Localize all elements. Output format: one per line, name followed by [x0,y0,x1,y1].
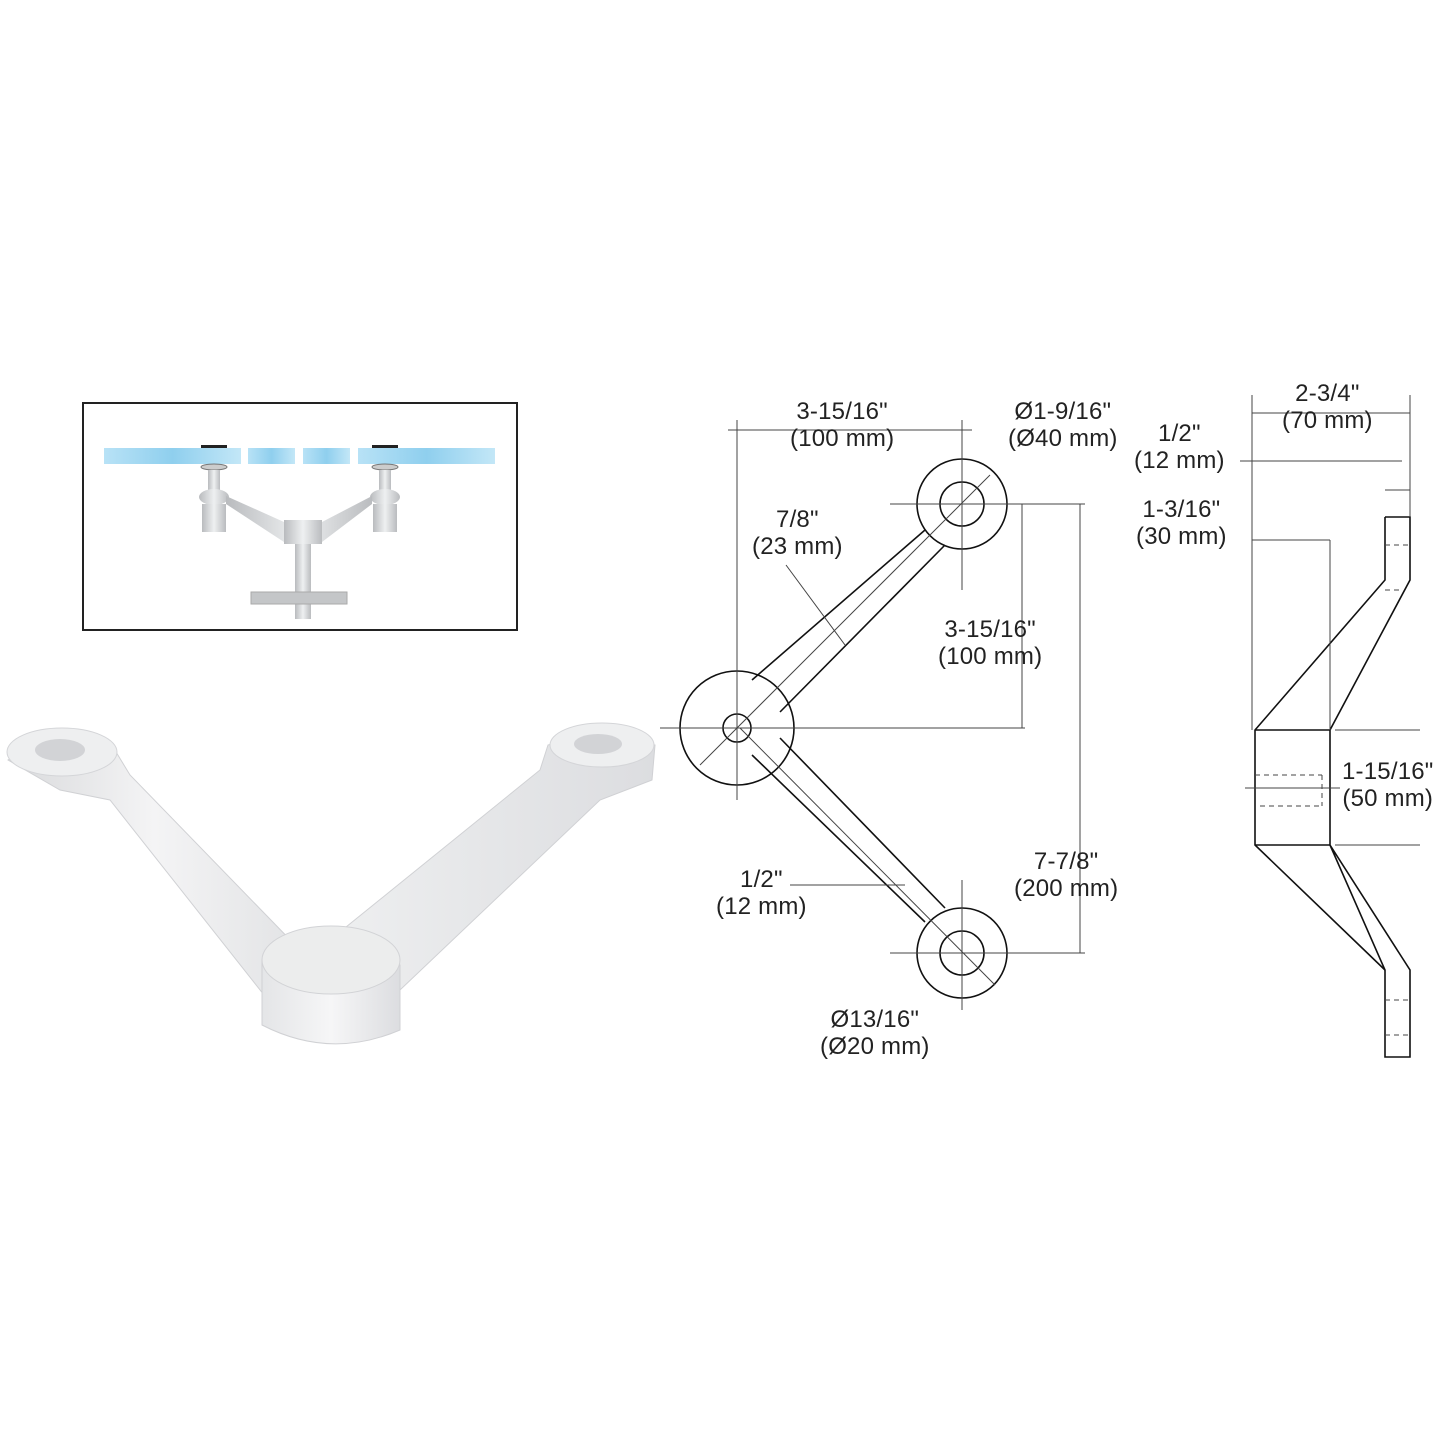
dimension-arm-thickness: 1/2" (12 mm) [716,866,807,920]
dimension-metric: (Ø40 mm) [1008,425,1118,452]
dimension-metric: (70 mm) [1282,407,1373,434]
dimension-imperial: 1/2" [740,866,783,893]
dimension-imperial: 1-3/16" [1142,496,1221,523]
dimension-imperial: 7-7/8" [1033,848,1099,875]
glass-pane [303,448,350,464]
dimension-metric: (30 mm) [1136,523,1227,550]
dimension-imperial: 7/8" [776,506,819,533]
installation-illustration [104,445,495,619]
dimension-imperial: 3-15/16" [944,616,1036,643]
dimension-imperial: 2-3/4" [1295,380,1360,407]
dimension-imperial: 1-15/16" [1342,758,1434,785]
dimension-metric: (50 mm) [1342,785,1434,812]
dimension-arm-horizontal: 3-15/16" (100 mm) [790,398,894,452]
dimension-body-offset: 1-3/16" (30 mm) [1136,496,1227,550]
dimension-arm-vertical: 3-15/16" (100 mm) [938,616,1042,670]
dimension-outer-diameter: Ø1-9/16" (Ø40 mm) [1008,398,1118,452]
dimension-metric: (200 mm) [1014,875,1119,902]
dimension-imperial: 1/2" [1158,420,1201,447]
glass-pane [248,448,295,464]
dimension-metric: (100 mm) [790,425,895,452]
dimension-metric: (Ø20 mm) [820,1033,930,1060]
installation-inset [82,402,518,631]
dimension-hub-height: 1-15/16" (50 mm) [1342,758,1434,812]
dimension-overall-height: 7-7/8" (200 mm) [1014,848,1118,902]
dimension-metric: (12 mm) [1134,447,1225,474]
dimension-metric: (100 mm) [938,643,1043,670]
dimension-metric: (12 mm) [716,893,807,920]
glass-pane [104,448,241,464]
dimension-tip-thickness: 1/2" (12 mm) [1134,420,1225,474]
dimension-imperial: Ø1-9/16" [1014,398,1112,425]
dimension-imperial: Ø13/16" [830,1006,920,1033]
dimension-overall-depth: 2-3/4" (70 mm) [1282,380,1373,434]
dimension-imperial: 3-15/16" [796,398,888,425]
dimension-metric: (23 mm) [752,533,843,560]
dimension-arm-width: 7/8" (23 mm) [752,506,843,560]
glass-pane [358,448,495,464]
dimension-hole-diameter: Ø13/16" (Ø20 mm) [820,1006,930,1060]
